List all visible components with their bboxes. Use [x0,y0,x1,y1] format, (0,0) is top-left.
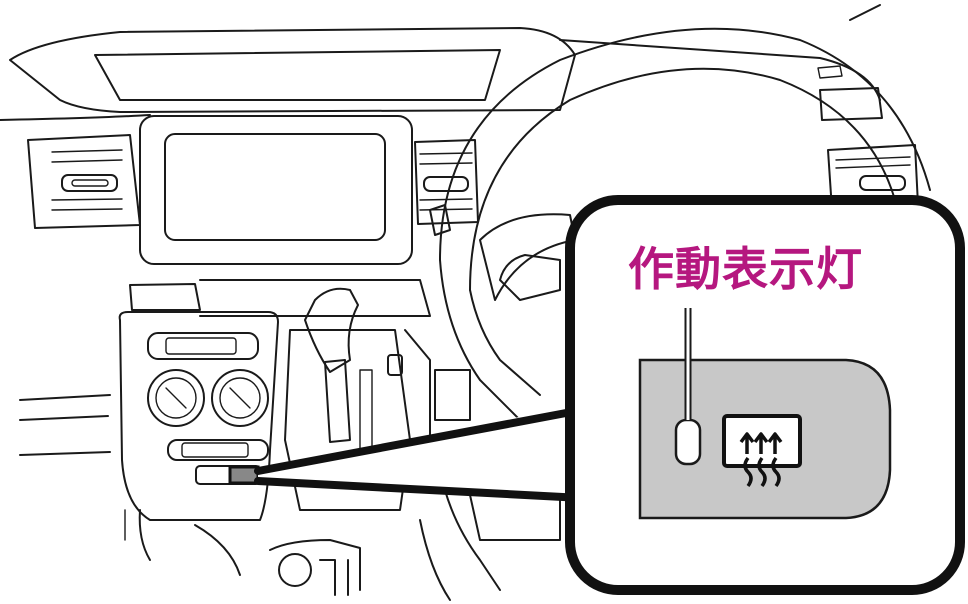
shift-lever [284,287,471,511]
indicator-lamp [674,418,702,466]
callout-leader [254,405,586,502]
steering-wheel [419,27,931,601]
left-air-vent [27,134,141,229]
dashboard-hood [0,4,881,121]
right-air-vent [817,65,919,211]
center-stack [118,279,431,561]
rear-defogger-icon [722,414,802,488]
indicator-label: 作動表示灯 [628,242,863,296]
center-display [139,115,413,265]
lower-console [19,394,361,596]
